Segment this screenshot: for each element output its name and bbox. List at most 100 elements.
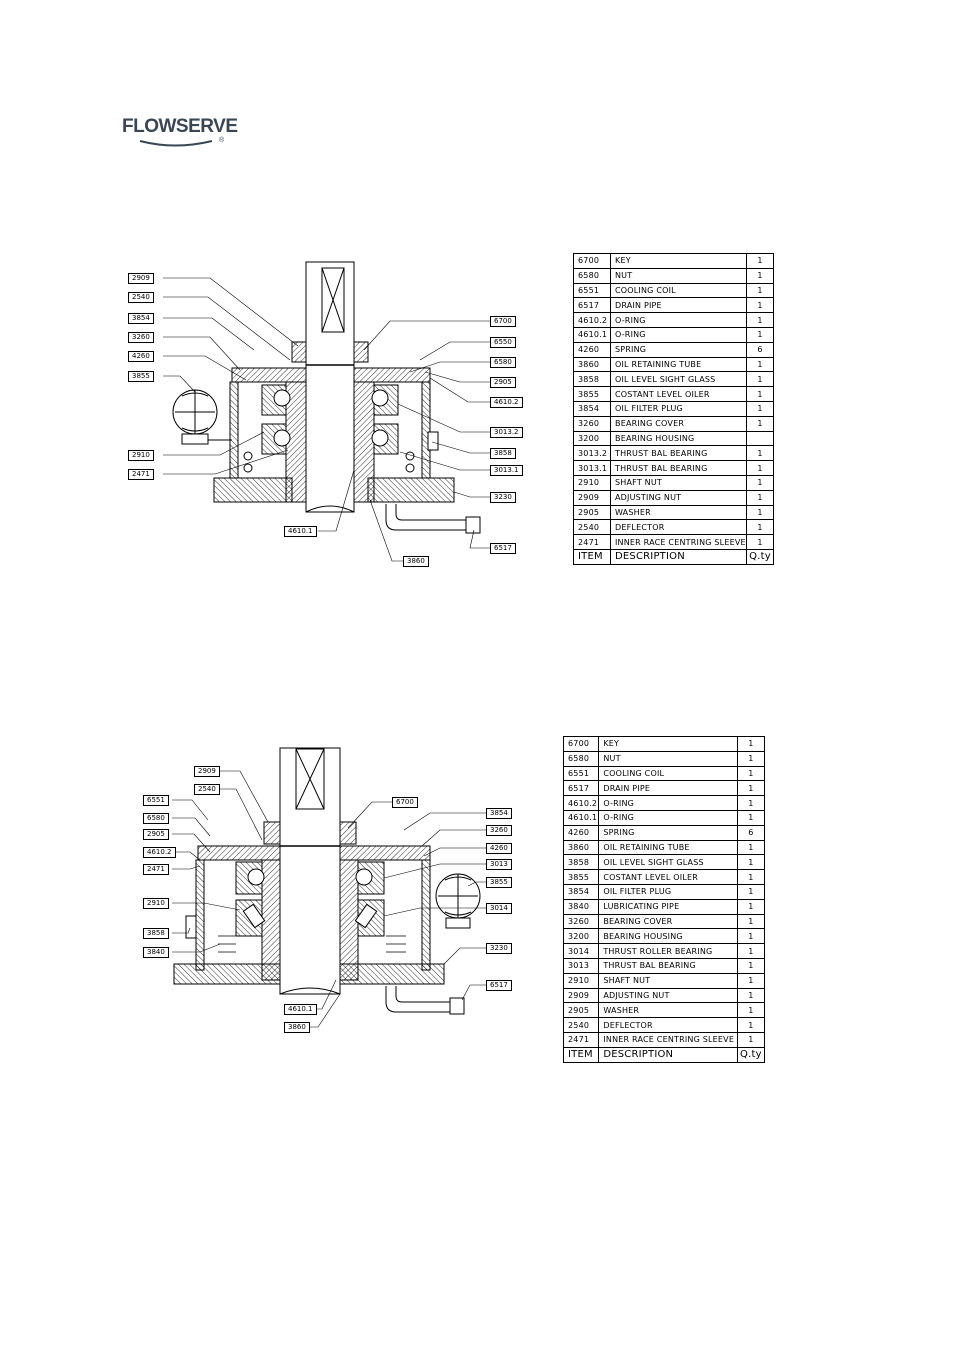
- description-cell: OIL FILTER PLUG: [598, 883, 738, 900]
- qty-cell: 1: [746, 415, 774, 432]
- callout-6580: 6580: [490, 357, 516, 368]
- description-cell: DRAIN PIPE: [610, 297, 747, 314]
- item-cell: 2905: [562, 1002, 600, 1019]
- callout-6700: 6700: [490, 316, 516, 327]
- description-cell: COOLING COIL: [598, 765, 738, 782]
- qty-cell: 1: [746, 445, 774, 462]
- description-cell: NUT: [598, 750, 738, 767]
- item-cell: 4610.1: [562, 809, 600, 826]
- qty-cell: 1: [746, 312, 774, 328]
- item-cell: 4260: [573, 341, 611, 358]
- description-cell: ADJUSTING NUT: [610, 489, 747, 506]
- qty-cell: 1: [736, 854, 766, 871]
- item-cell: 2471: [573, 534, 611, 550]
- flowserve-logo: FLOWSERVE: [122, 116, 238, 137]
- description-cell: O-RING: [598, 795, 738, 811]
- description-cell: KEY: [598, 736, 738, 752]
- item-cell: 4610.2: [573, 312, 611, 328]
- item-cell: 6700: [562, 736, 600, 752]
- callout-3260: 3260: [128, 332, 154, 343]
- qty-cell: 1: [736, 987, 766, 1004]
- callout-3858: 3858: [143, 928, 169, 939]
- callout-4610-1: 4610.1: [284, 526, 317, 537]
- item-cell: 3260: [573, 415, 611, 432]
- item-cell: 3860: [562, 839, 600, 856]
- header-qty: Q.ty: [746, 548, 774, 565]
- item-cell: 2909: [562, 987, 600, 1004]
- header-description: DESCRIPTION: [598, 1046, 738, 1063]
- description-cell: BEARING HOUSING: [610, 430, 747, 447]
- item-cell: 3200: [573, 430, 611, 447]
- qty-cell: 1: [746, 534, 774, 550]
- item-cell: 3014: [562, 943, 600, 959]
- item-cell: 3858: [573, 371, 611, 388]
- callout-4610-2: 4610.2: [143, 847, 176, 858]
- qty-cell: 1: [746, 474, 774, 491]
- item-cell: 2909: [573, 489, 611, 506]
- qty-cell: 1: [736, 928, 766, 945]
- callout-3840: 3840: [143, 947, 169, 958]
- item-cell: 2910: [562, 972, 600, 989]
- description-cell: BEARING COVER: [598, 913, 738, 930]
- item-cell: 2540: [573, 519, 611, 536]
- callout-6517: 6517: [490, 543, 516, 554]
- description-cell: KEY: [610, 253, 747, 269]
- description-cell: SPRING: [610, 341, 747, 358]
- description-cell: OIL LEVEL SIGHT GLASS: [598, 854, 738, 871]
- callout-2471: 2471: [128, 469, 154, 480]
- description-cell: COOLING COIL: [610, 282, 747, 299]
- description-cell: DRAIN PIPE: [598, 780, 738, 797]
- callout-4260: 4260: [486, 843, 512, 854]
- description-cell: ADJUSTING NUT: [598, 987, 738, 1004]
- item-cell: 3013.2: [573, 445, 611, 462]
- item-cell: 4260: [562, 824, 600, 841]
- qty-cell: 1: [746, 326, 774, 343]
- qty-cell: 1: [746, 504, 774, 521]
- logo-swoosh-icon: [139, 140, 213, 147]
- qty-cell: 1: [746, 297, 774, 314]
- description-cell: DEFLECTOR: [598, 1017, 738, 1033]
- qty-cell: 1: [736, 809, 766, 826]
- qty-cell: 1: [736, 957, 766, 974]
- description-cell: BEARING COVER: [610, 415, 747, 432]
- description-cell: COSTANT LEVEL OILER: [610, 386, 747, 402]
- description-cell: OIL FILTER PLUG: [610, 400, 747, 417]
- qty-cell: 1: [746, 489, 774, 506]
- description-cell: LUBRICATING PIPE: [598, 898, 738, 915]
- description-cell: WASHER: [598, 1002, 738, 1019]
- item-cell: 3200: [562, 928, 600, 945]
- qty-cell: 1: [736, 795, 766, 811]
- qty-cell: 1: [746, 371, 774, 388]
- qty-cell: 1: [736, 765, 766, 782]
- callout-2540: 2540: [194, 784, 220, 795]
- item-cell: 6551: [562, 765, 600, 782]
- description-cell: THRUST BAL BEARING: [598, 957, 738, 974]
- description-cell: INNER RACE CENTRING SLEEVE: [610, 534, 747, 550]
- item-cell: 6517: [573, 297, 611, 314]
- qty-cell: 1: [736, 913, 766, 930]
- item-cell: 6700: [573, 253, 611, 269]
